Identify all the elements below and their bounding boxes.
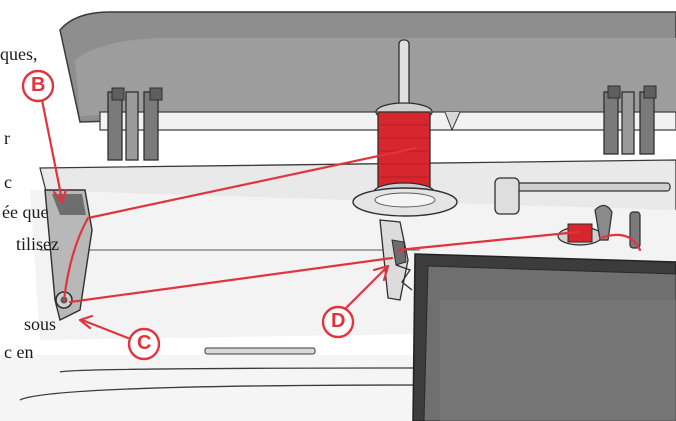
thread-spool xyxy=(378,112,430,192)
bobbin-winder-shaft xyxy=(505,183,670,191)
callout-label-c: C xyxy=(137,332,151,355)
text-fragment-2: r xyxy=(4,128,10,149)
callout-label-d: D xyxy=(331,310,345,333)
text-fragment-6: sous xyxy=(24,314,56,335)
text-fragment-3: c xyxy=(4,172,12,193)
text-fragment-1: ques, xyxy=(0,44,38,65)
machine-top-cover-shade xyxy=(75,38,676,116)
text-fragment-5: tilisez xyxy=(16,234,59,255)
spool-pin xyxy=(399,40,409,110)
callout-label-b: B xyxy=(31,74,45,97)
left-spool-clip xyxy=(108,88,162,160)
text-fragment-7: c en xyxy=(4,342,33,363)
text-fragment-4: ée que xyxy=(2,202,48,223)
right-spool-clip xyxy=(604,86,656,154)
machine-bottom-frame xyxy=(0,355,420,421)
